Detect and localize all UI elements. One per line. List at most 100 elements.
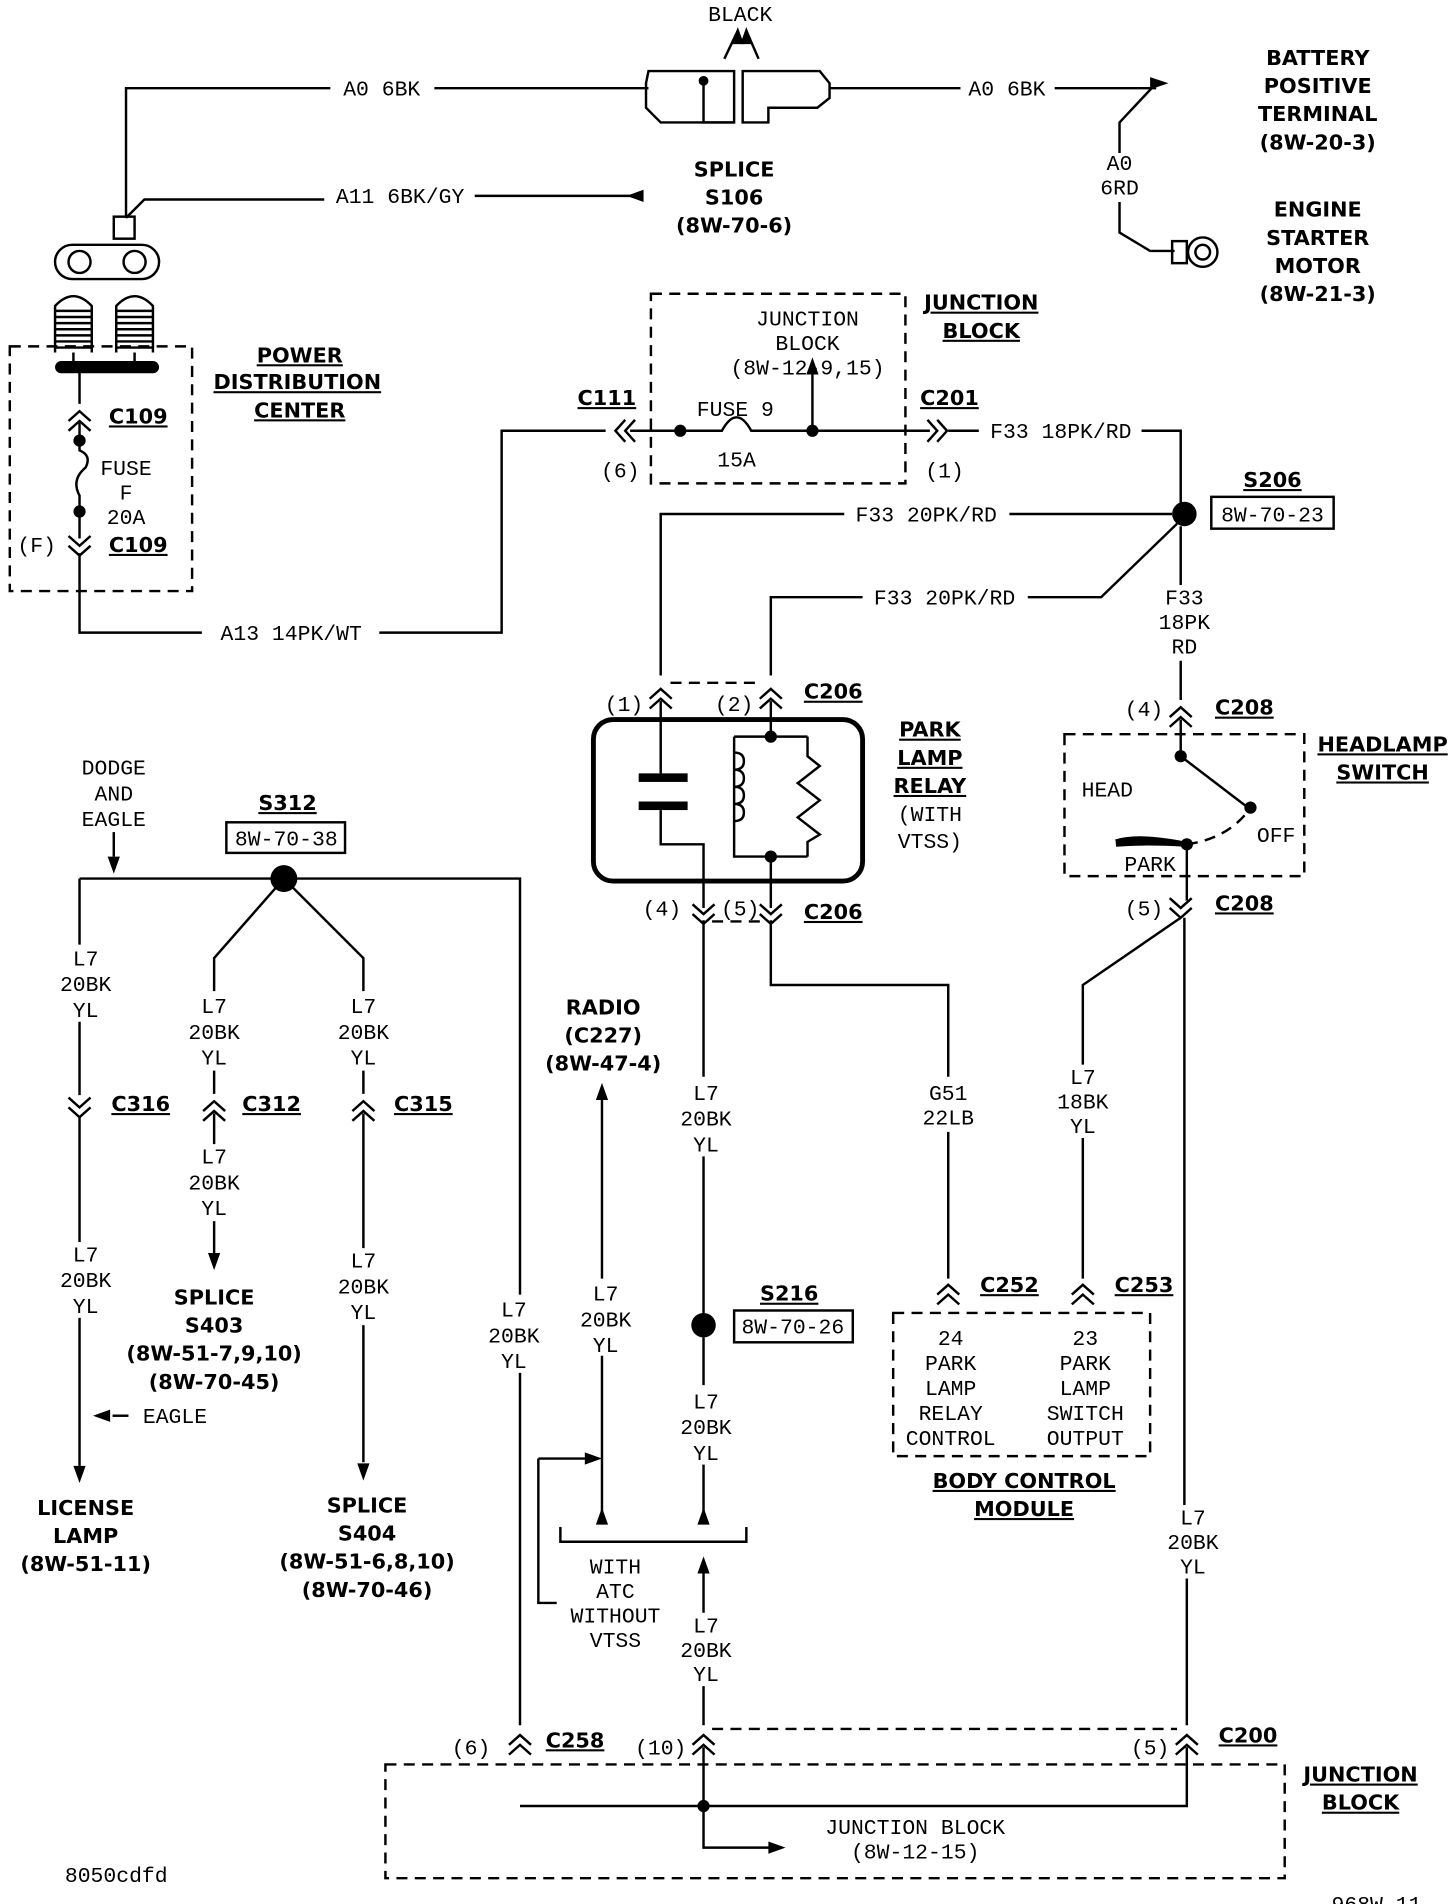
splice-s404-label: S404	[338, 1522, 396, 1546]
eagle-arrow-icon	[92, 1409, 111, 1422]
splice-dot	[697, 1799, 710, 1813]
junction-block-label: JUNCTION BLOCK	[825, 1817, 1005, 1841]
battery-label: POSITIVE	[1264, 74, 1372, 98]
wire-label: F33 20PK/RD	[874, 588, 1015, 612]
wire-label: 20BK	[680, 1640, 732, 1664]
connector-c258	[508, 1733, 532, 1756]
bcm-outline	[891, 1311, 1152, 1458]
radio-label: (8W-47-4)	[545, 1052, 661, 1076]
pin-label: (1)	[925, 460, 964, 484]
wire-label: YL	[1180, 1557, 1206, 1581]
bcm-title: MODULE	[974, 1497, 1074, 1521]
relay-note: (WITH	[898, 804, 962, 828]
splice-label: S206	[1243, 468, 1301, 492]
s216-ref-box	[732, 1309, 855, 1344]
wire-label: 20BK	[338, 1022, 390, 1046]
switch-lever-icon	[1179, 755, 1249, 809]
splice-s106-link	[702, 83, 735, 124]
wire-label: YL	[351, 1048, 377, 1072]
junction-bottom-feed	[702, 1747, 774, 1849]
wire-l7-s403	[212, 877, 285, 1253]
wire-a0-6rd	[1118, 201, 1175, 253]
splice-label: S312	[258, 791, 316, 815]
connector-label: C253	[1115, 1273, 1174, 1297]
radio-arrow-icon	[595, 1082, 609, 1101]
black-arrow-icon	[740, 27, 753, 45]
pin-label: (2)	[715, 694, 754, 718]
connector-c111	[613, 418, 636, 443]
splice-ref: 8W-70-26	[741, 1317, 844, 1341]
starter-ring-icon	[1186, 236, 1219, 269]
wire-a0-6rd	[1118, 82, 1158, 154]
wire-label: YL	[351, 1302, 377, 1326]
splice-s403-label: S403	[185, 1314, 243, 1338]
note-label: EAGLE	[143, 1406, 207, 1430]
fuse-label: F	[120, 482, 133, 506]
wire-a13	[379, 429, 606, 634]
junction-block-label: JUNCTION	[756, 309, 859, 333]
battery-label: TERMINAL	[1258, 102, 1378, 126]
connector-label: C201	[920, 386, 979, 410]
wire-f33-20-a	[659, 512, 1173, 676]
starter-label: (8W-21-3)	[1260, 282, 1376, 306]
terminal-hole-icon	[122, 249, 147, 275]
relay-note: VTSS)	[898, 831, 962, 855]
junction-feed-arrow-icon	[806, 357, 819, 375]
junction-block-title: JUNCTION	[922, 291, 1038, 315]
pin-label: (4)	[1125, 699, 1164, 723]
connector-c315	[351, 1099, 376, 1122]
pin-label: (5)	[1125, 898, 1164, 922]
wire-label: YL	[693, 1443, 719, 1467]
wire-label: G51	[929, 1083, 968, 1107]
connector-c200-pin10	[691, 1733, 716, 1756]
starter-label: ENGINE	[1274, 198, 1362, 222]
wire-l7-18bk	[1081, 916, 1182, 1279]
wire-label: A0 6BK	[968, 79, 1045, 103]
wire-label: A0	[1107, 153, 1133, 177]
license-lamp-label: (8W-51-11)	[20, 1552, 151, 1576]
junction-block-top-outline	[649, 292, 907, 485]
splice-s404-label: (8W-70-46)	[302, 1578, 433, 1602]
bcm-pin-label: PARK	[1060, 1353, 1112, 1377]
splice-s106-right	[741, 69, 831, 124]
wire-label: F33 20PK/RD	[856, 504, 997, 528]
pin-label: (6)	[452, 1738, 491, 1762]
bcm-pin-label: OUTPUT	[1047, 1428, 1124, 1452]
pdc-title: CENTER	[254, 398, 345, 422]
connector-c109-bottom	[67, 535, 92, 558]
wire-l7-c200	[1183, 917, 1189, 1726]
connector-label: C206	[804, 900, 863, 924]
connector-c206-pin2	[758, 687, 783, 710]
wire-l7-s404	[282, 877, 365, 1463]
wire-label: 20BK	[1167, 1532, 1219, 1556]
wire-label: 6RD	[1100, 178, 1139, 202]
connector-label: C258	[546, 1728, 605, 1752]
wire-label: 20BK	[338, 1276, 390, 1300]
battery-label: (8W-20-3)	[1260, 130, 1376, 154]
bcm-pin-label: 23	[1072, 1328, 1098, 1352]
wire-label: L7	[1070, 1067, 1096, 1091]
headlamp-switch-outline	[1063, 732, 1306, 878]
wire-label: L7	[693, 1615, 719, 1639]
connector-label: C200	[1219, 1723, 1278, 1747]
page-id: 968W-11	[1332, 1894, 1422, 1904]
option-label: WITH	[590, 1557, 641, 1581]
wire-label: L7	[1180, 1508, 1206, 1532]
fuse-f-icon	[75, 440, 89, 512]
pdc-title: DISTRIBUTION	[213, 370, 381, 394]
arrow-icon	[768, 1841, 786, 1854]
fuse-label: 20A	[107, 507, 146, 531]
s206-ref-box	[1210, 495, 1335, 530]
connector-c109-top	[67, 409, 92, 432]
wire-label: L7	[693, 1391, 719, 1415]
wire-a11	[125, 198, 325, 219]
license-lamp-label: LICENSE	[37, 1496, 134, 1520]
bcm-pin-label: 24	[938, 1328, 964, 1352]
relay-wire	[659, 810, 705, 908]
bolt-thread-icon	[116, 309, 153, 349]
connector-label: C252	[980, 1273, 1039, 1297]
junction-bottom-bus	[520, 1747, 1189, 1808]
relay-title: LAMP	[897, 746, 962, 770]
arrow-icon	[697, 1556, 710, 1574]
junction-block-label: BLOCK	[775, 333, 839, 357]
